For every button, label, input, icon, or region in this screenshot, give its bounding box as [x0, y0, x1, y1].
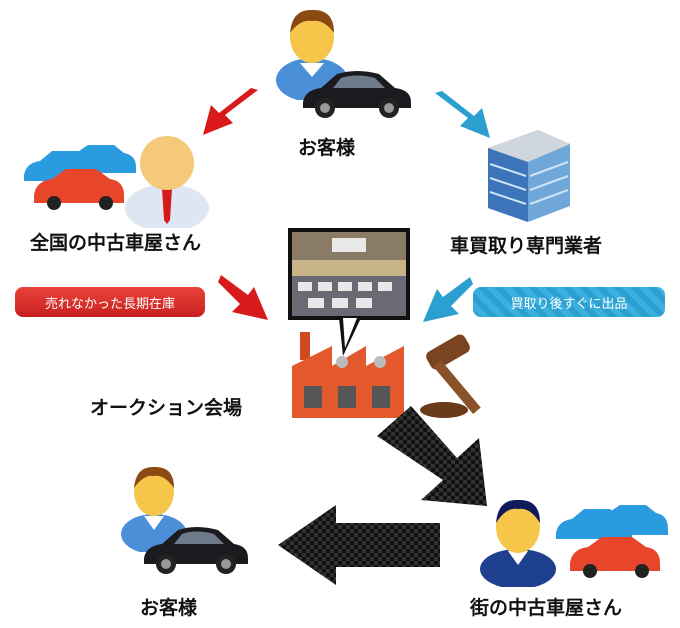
customer-top-car-icon	[297, 64, 415, 122]
arrow-blue-top	[430, 88, 490, 143]
dealers-cars-icon	[20, 145, 145, 220]
customer-bottom-label: お客様	[140, 597, 198, 619]
listed-after-buy-badge: 買取り後すぐに出品	[473, 287, 665, 317]
arrow-red-top	[203, 85, 263, 140]
gavel-icon	[418, 332, 513, 422]
customer-bottom-person-icon	[118, 462, 190, 552]
building-icon	[478, 120, 578, 225]
customer-bottom-car-icon	[140, 520, 252, 578]
local-dealer-cars-icon	[552, 505, 670, 585]
unsold-stock-badge: 売れなかった長期在庫	[15, 287, 205, 317]
dealers-nationwide-label: 全国の中古車屋さん	[30, 232, 202, 254]
customer-top-label: お客様	[298, 137, 356, 159]
buyback-dealer-label: 車買取り専門業者	[450, 235, 603, 257]
auction-hall-photo	[288, 228, 410, 320]
auction-factory-icon	[288, 330, 408, 422]
checker-arrow-left	[278, 505, 443, 585]
arrow-blue-mid	[418, 272, 473, 327]
photo-callout-pointer	[335, 318, 365, 358]
auction-hall-label: オークション会場	[90, 397, 243, 419]
dealers-person-icon	[122, 128, 212, 228]
checker-arrow-down	[375, 400, 510, 510]
local-dealer-label: 街の中古車屋さん	[470, 597, 623, 619]
customer-top-person-icon	[272, 5, 352, 100]
arrow-red-mid	[218, 270, 273, 325]
local-dealer-person-icon	[478, 495, 558, 587]
